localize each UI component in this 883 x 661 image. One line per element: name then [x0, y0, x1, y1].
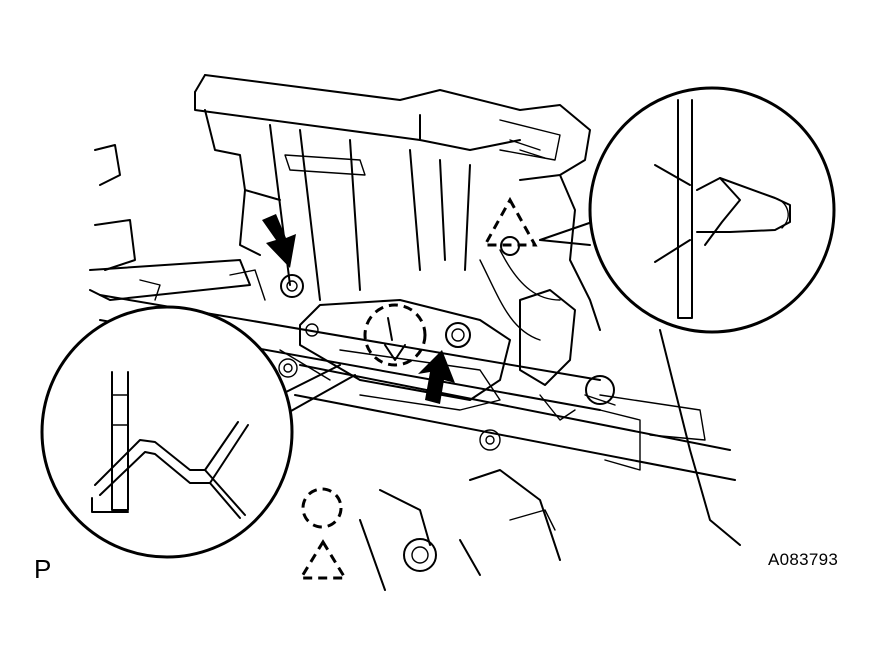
black-arrow-icon — [262, 214, 296, 268]
dashed-triangle-mark-harness — [482, 196, 538, 247]
bolt-left — [280, 274, 304, 298]
bolt-center — [445, 322, 471, 348]
figure-id-label: A083793 — [768, 550, 839, 569]
dashed-circle-mark-bracket — [363, 303, 427, 367]
upper-housing — [194, 74, 601, 331]
corner-label: P — [34, 554, 52, 584]
dashed-triangle-icon — [298, 539, 348, 580]
right-bracket — [479, 236, 616, 421]
mount-bracket — [278, 299, 511, 451]
lower-housing — [359, 469, 561, 591]
callout-left — [40, 305, 356, 559]
callout-right — [539, 86, 836, 334]
black-arrow-icon-up — [418, 350, 455, 404]
left-side-parts — [89, 144, 266, 301]
dashed-circle-icon — [301, 487, 343, 529]
